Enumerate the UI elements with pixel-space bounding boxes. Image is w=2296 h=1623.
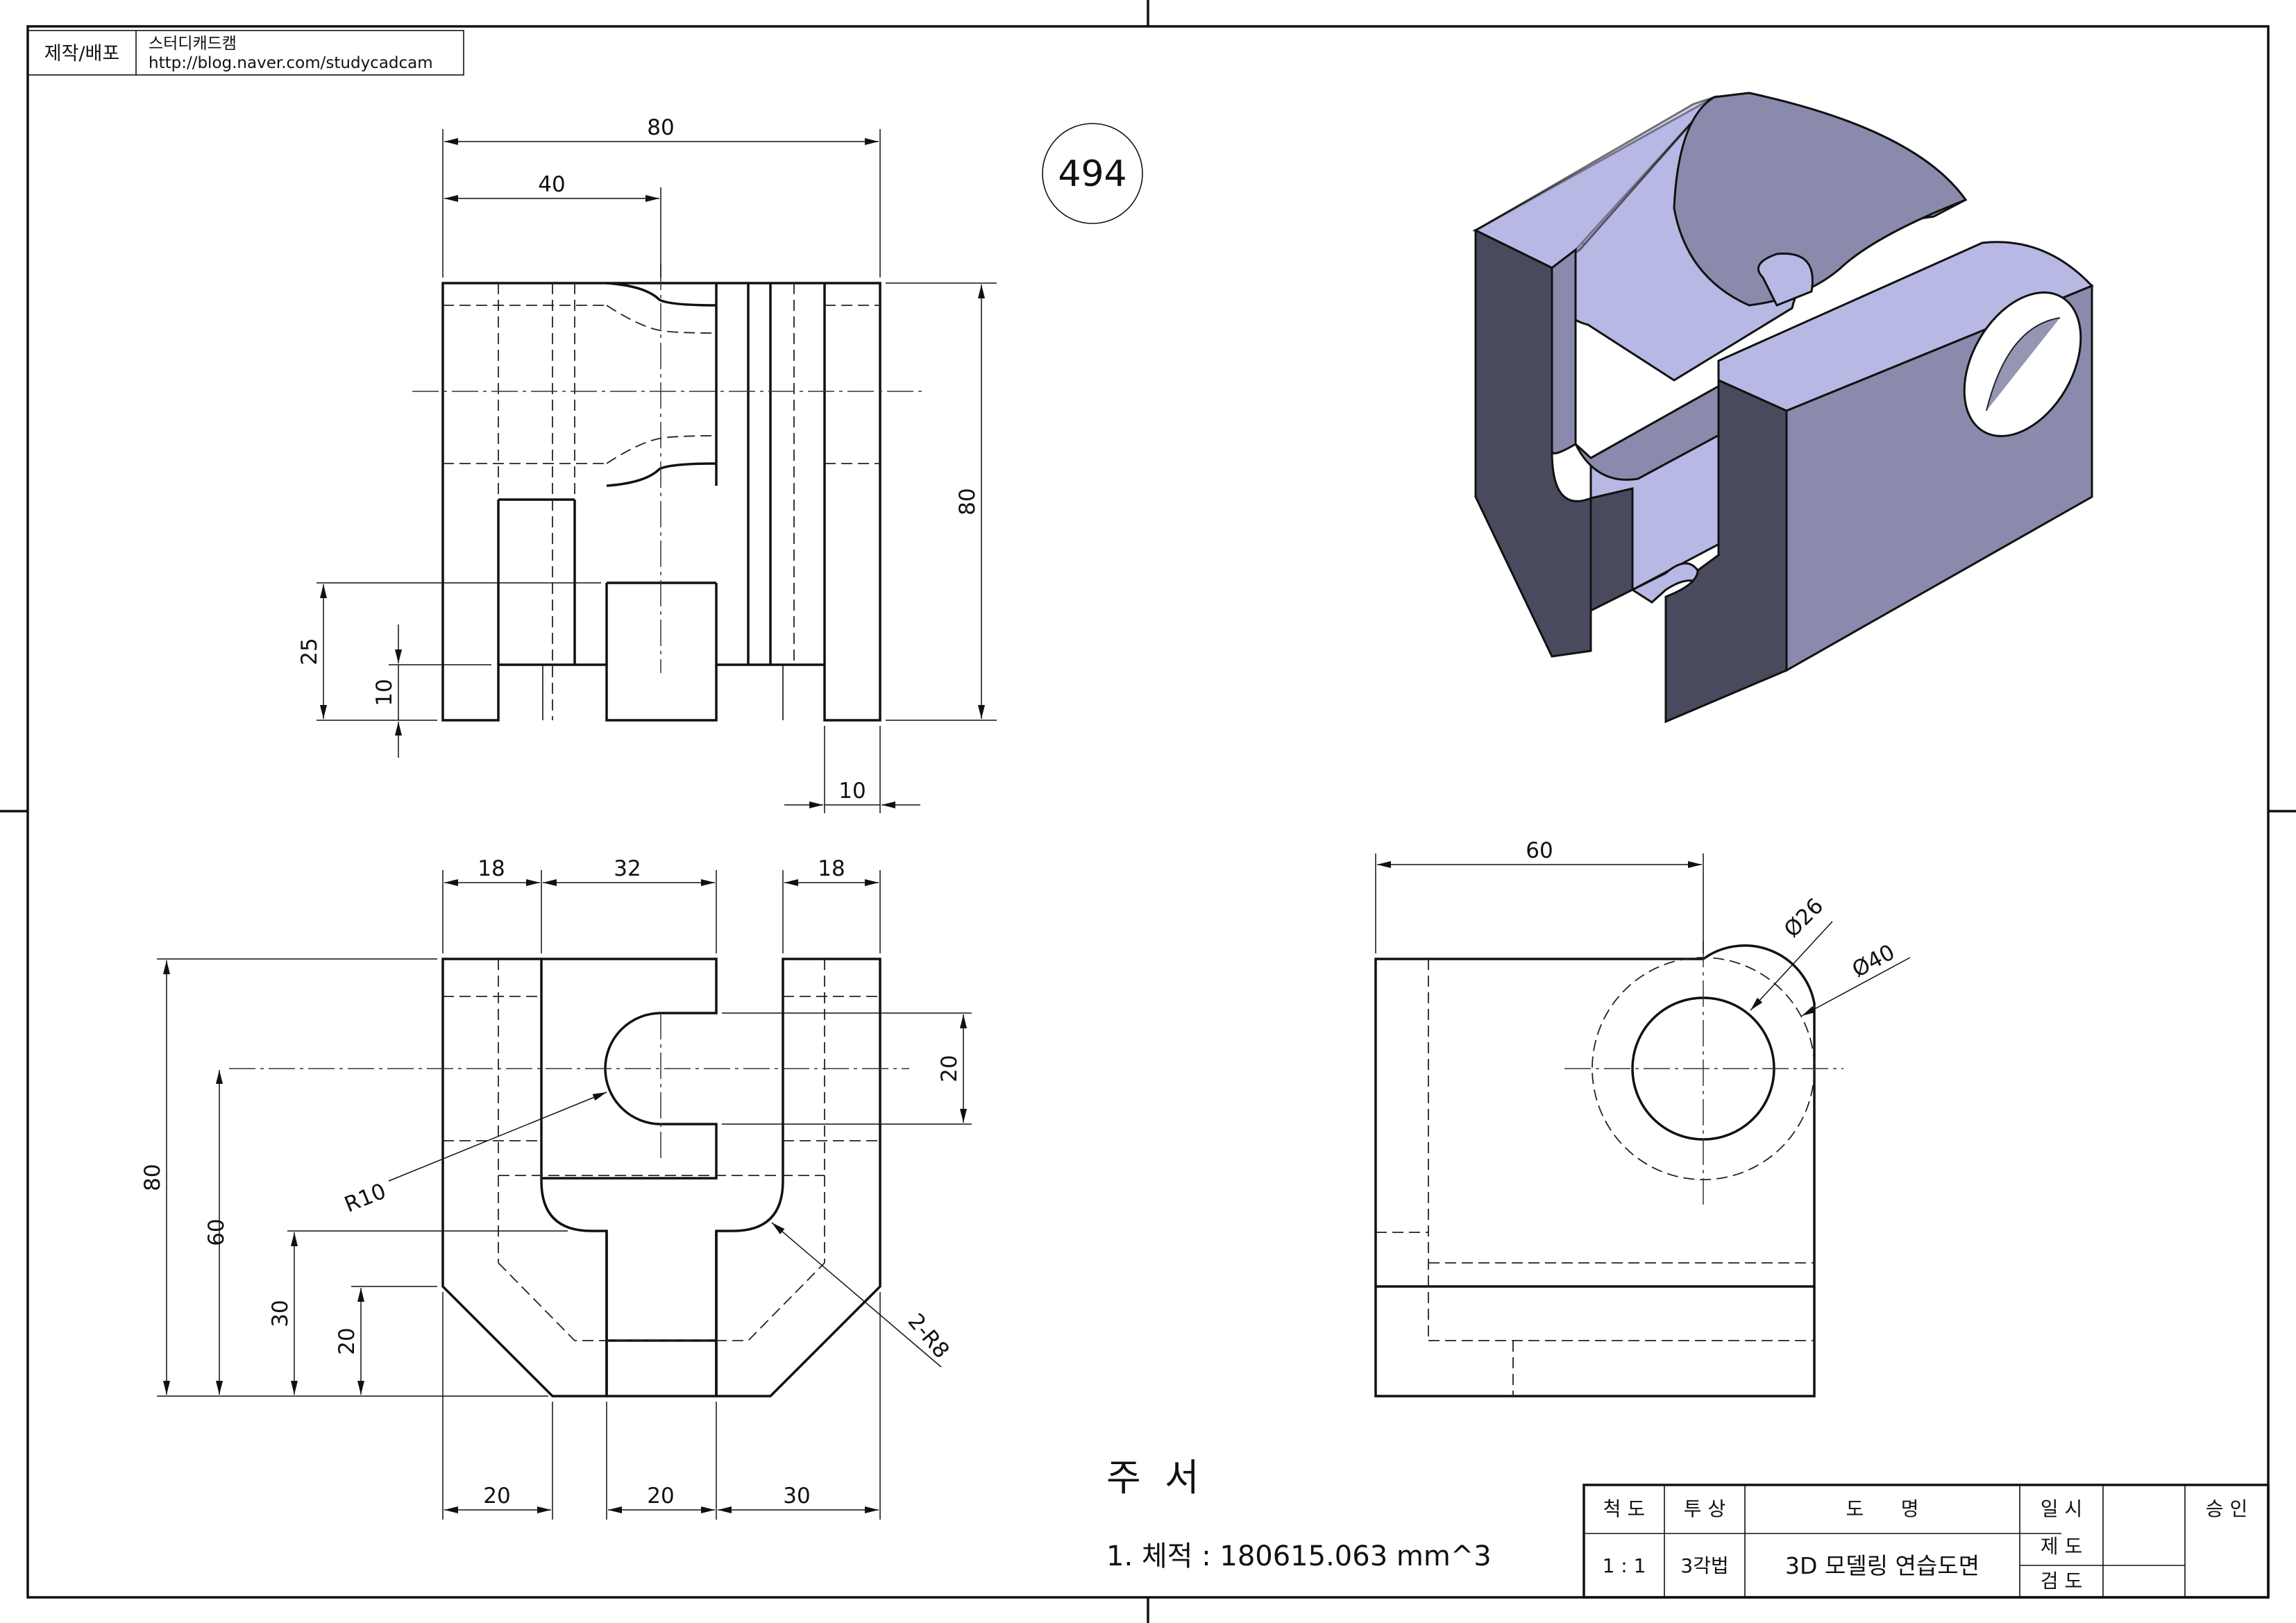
dim-front-40: 40 <box>538 172 565 197</box>
tb-title-value: 3D 모델링 연습도면 <box>1785 1552 1980 1579</box>
side-view-dimensions: 60 Ø26 Ø40 <box>1375 838 1911 1017</box>
top-view-dimensions: 18 32 18 80 60 30 20 20 R10 2-R8 20 20 <box>140 856 972 1520</box>
title-block: 척 도 1 : 1 투 상 3각법 도 명 3D 모델링 연습도면 일 시 제 … <box>1582 1484 2270 1599</box>
dim-bottom-20-left: 20 <box>483 1484 510 1509</box>
top-view <box>229 958 909 1397</box>
dim-2-r8: 2-R8 <box>903 1309 954 1363</box>
side-view <box>1374 941 1843 1397</box>
dim-front-10: 10 <box>372 679 397 706</box>
dim-front-25: 25 <box>297 638 322 665</box>
dim-dia-26: Ø26 <box>1780 894 1829 943</box>
dim-top-slot-20: 20 <box>937 1055 962 1082</box>
dim-top-18-left: 18 <box>478 856 505 881</box>
isometric-view <box>1472 92 2094 724</box>
tb-projection-label: 투 상 <box>1684 1497 1725 1520</box>
tb-date-label: 일 시 <box>2041 1497 2082 1520</box>
header-label: 제작/배포 <box>44 43 119 65</box>
tb-projection-value: 3각법 <box>1680 1554 1728 1577</box>
tb-scale-value: 1 : 1 <box>1603 1554 1646 1577</box>
dim-dia-40: Ø40 <box>1848 940 1899 983</box>
dim-front-80: 80 <box>647 115 674 140</box>
tb-scale-label: 척 도 <box>1603 1497 1645 1520</box>
tb-drawn-label: 제 도 <box>2041 1535 2082 1558</box>
notes-line1: 1. 체적 : 180615.063 mm^3 <box>1106 1540 1492 1572</box>
tb-title-label: 도 명 <box>1846 1497 1919 1520</box>
dim-top-60: 60 <box>204 1218 229 1246</box>
dim-top-18-right: 18 <box>818 856 845 881</box>
dim-bottom-30: 30 <box>783 1484 810 1509</box>
tb-approve-label: 승 인 <box>2206 1497 2247 1520</box>
dim-front-height-80: 80 <box>955 488 980 515</box>
drawing-number-circle <box>1042 123 1143 224</box>
front-view-dimensions: 80 40 80 25 10 10 <box>297 115 997 813</box>
header-name: 스터디캐드캠 <box>149 35 237 53</box>
dim-bottom-20-mid: 20 <box>647 1484 674 1509</box>
notes: 주 서 1. 체적 : 180615.063 mm^3 <box>1106 1456 1492 1572</box>
drawing-number: 494 <box>1058 153 1126 195</box>
dim-top-80: 80 <box>140 1164 165 1191</box>
notes-heading: 주 서 <box>1106 1456 1199 1499</box>
header-box: 제작/배포 스터디캐드캠 http://blog.naver.com/study… <box>27 30 464 76</box>
dim-top-32: 32 <box>614 856 641 881</box>
sheet-border <box>26 25 2270 1599</box>
header-url: http://blog.naver.com/studycadcam <box>149 54 433 72</box>
dim-front-right-10: 10 <box>838 779 866 804</box>
dim-top-30: 30 <box>268 1300 293 1327</box>
dim-top-20-left: 20 <box>335 1327 360 1354</box>
front-view <box>412 264 923 722</box>
dim-side-60: 60 <box>1526 838 1553 863</box>
dim-r10: R10 <box>341 1179 389 1218</box>
tb-checked-label: 검 도 <box>2041 1570 2082 1592</box>
